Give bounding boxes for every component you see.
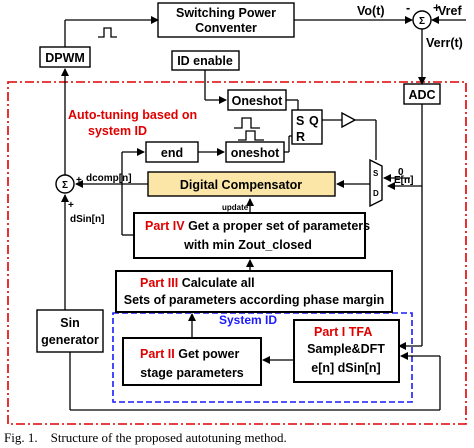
part4-text1: Get a proper set of parameters [185,219,371,233]
part4-tag: Part IV [145,219,185,233]
mux-s-label: S [373,169,379,178]
part2-tag: Part II [140,347,175,361]
id-enable-label: ID enable [177,54,233,68]
part3-text1: Calculate all [178,276,254,290]
update-label: update [222,203,249,212]
switching-power-converter-label-2: Conventer [195,21,257,35]
part1-line1: Sample&DFT [307,342,385,356]
dsin-label: dSin[n] [70,214,104,225]
mux-d-label: D [373,189,379,198]
sr-latch-s: S [296,114,304,128]
buffer-icon [341,111,357,129]
oneshot-top-label: Oneshot [232,94,284,108]
figure-caption: Fig. 1. Structure of the proposed autotu… [4,430,287,445]
auto-tuning-label-2: system ID [88,124,147,138]
sin-generator-label-1: Sin [60,316,79,330]
auto-tuning-region [7,81,467,425]
dcomp-label: dcomp[n] [86,173,132,184]
part1-line2: e[n] dSin[n] [311,361,380,375]
part3-line1: Part III Calculate all [140,276,255,290]
part3-line2: Sets of parameters according phase margi… [124,293,385,307]
error-sum-symbol: Σ [419,16,425,27]
part3-tag: Part III [140,276,178,290]
sin-generator-label-2: generator [41,333,99,347]
part1-tag: Part I [314,325,345,339]
part4-block [133,212,366,259]
part1-block [293,319,400,383]
vo-label: Vo(t) [357,4,385,18]
end-label: end [161,146,183,160]
dcomp-sum-symbol: Σ [62,180,68,191]
digital-compensator-label: Digital Compensator [180,178,302,192]
part2-line2: stage parameters [140,366,244,380]
part4-line2: with min Zout_closed [183,238,312,252]
part4-line1: Part IV Get a proper set of parameters [145,219,370,233]
vo-minus-sign: - [406,1,410,15]
vref-label: Vref [438,4,462,18]
vref-plus-sign: + [433,1,440,15]
part2-text1: Get power [175,347,240,361]
system-id-label: System ID [219,313,277,327]
part1-title: Part I TFA [314,325,372,339]
digital-compensator-block [147,171,336,197]
zero-label: 0 [398,167,404,178]
pwm-pulse-icon [98,27,117,38]
oneshot-top-pulse-icon [234,117,260,129]
sr-latch-r: R [296,130,305,144]
part3-block [115,270,393,313]
adc-label: ADC [408,88,435,102]
oneshot-mid-label: oneshot [231,146,280,160]
dcomp-sum-plus-bottom: + [68,200,74,211]
oneshot-mid-pulse-icon [238,130,264,141]
dcomp-sum-junction [55,174,75,194]
sr-latch-q: Q [309,114,319,128]
part1-title-rest: TFA [345,325,372,339]
dpwm-label: DPWM [45,51,85,65]
verr-label: Verr(t) [426,36,463,50]
auto-tuning-label-1: Auto-tuning based on [68,108,197,122]
mux-block [369,158,383,208]
sr-latch-block [291,109,323,145]
en-label: E[n] [394,175,413,186]
part2-line1: Part II Get power [140,347,239,361]
switching-power-converter-label-1: Switching Power [176,6,276,20]
part2-block [122,337,262,386]
